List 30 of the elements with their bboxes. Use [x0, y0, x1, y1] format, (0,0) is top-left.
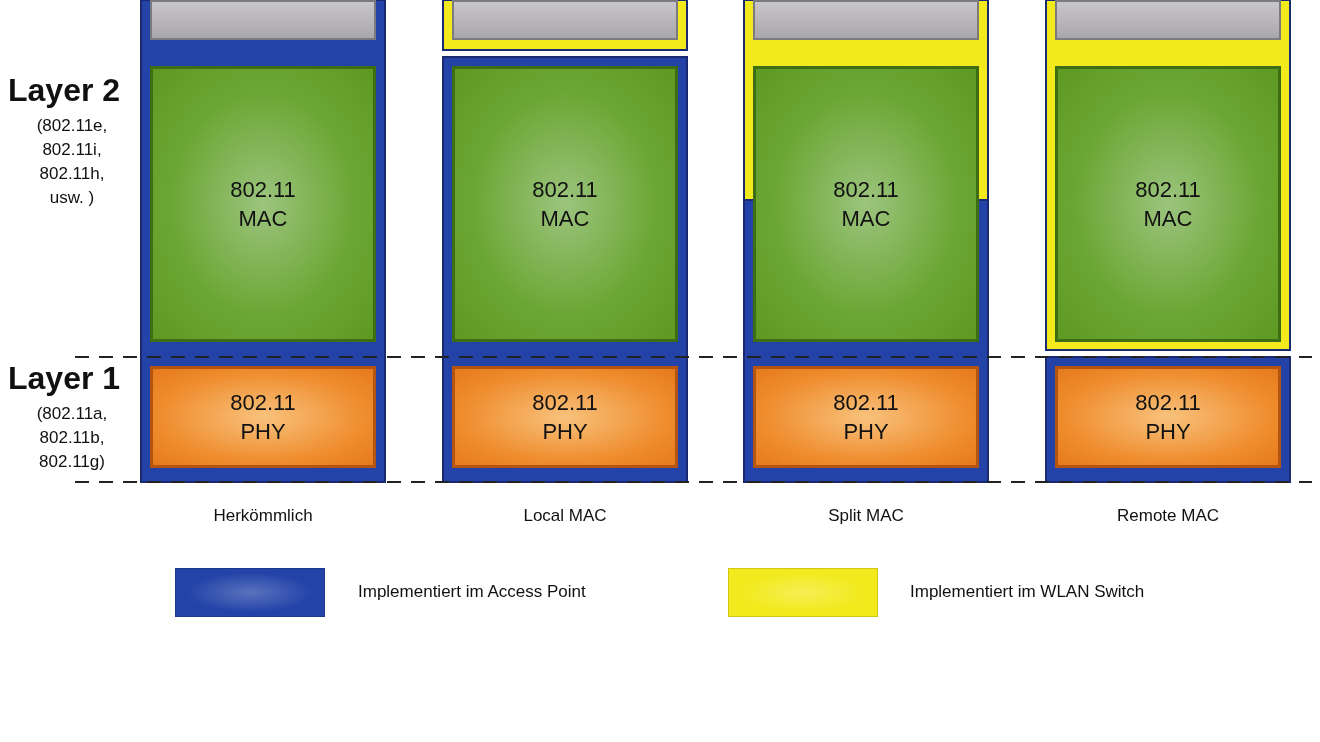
layer-label: 802.11 PHY: [531, 389, 599, 446]
column-caption: Herkömmlich: [212, 506, 314, 526]
layer-label: 802.11 MAC: [1134, 176, 1202, 233]
phy-layer-box: [452, 366, 678, 468]
configuration-box: [1055, 0, 1281, 40]
phy-layer-box: [1055, 366, 1281, 468]
layer-standards: (802.11e, 802.11i, 802.11h, usw. ): [35, 115, 109, 209]
phy-layer-box: [150, 366, 376, 468]
layer-label: 802.11 MAC: [531, 176, 599, 233]
mac-layer-box: [753, 66, 979, 342]
mac-layer-box: [452, 66, 678, 342]
legend-label: Implementiert im Access Point: [358, 582, 586, 602]
layer-standards: (802.11a, 802.11b, 802.11g): [35, 403, 109, 473]
layer-label: 802.11 PHY: [832, 389, 900, 446]
mac-layer-box: [150, 66, 376, 342]
layer-label: 802.11 PHY: [1134, 389, 1202, 446]
mac-layer-box: [1055, 66, 1281, 342]
configuration-box: [452, 0, 678, 40]
configuration-box: [753, 0, 979, 40]
legend-label: Implementiert im WLAN Switch: [910, 582, 1145, 602]
column-caption: Split MAC: [827, 506, 905, 526]
column-caption: Local MAC: [522, 506, 608, 526]
layer-label: 802.11 PHY: [229, 389, 297, 446]
column-caption: Remote MAC: [1116, 506, 1220, 526]
layer-heading: Layer 1: [8, 360, 121, 397]
layer-heading: Layer 2: [8, 72, 121, 109]
phy-layer-box: [753, 366, 979, 468]
layer-label: 802.11 MAC: [229, 176, 297, 233]
layer-label: 802.11 MAC: [832, 176, 900, 233]
configuration-box: [150, 0, 376, 40]
